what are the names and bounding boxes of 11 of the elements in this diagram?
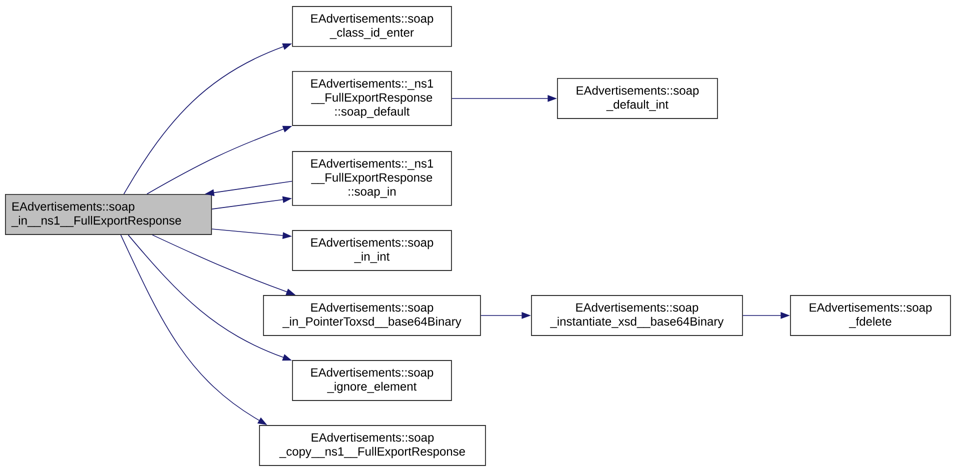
function-box: EAdvertisements::_ns1 __FullExportResponse ::soap_default <box>292 71 452 126</box>
function-box: EAdvertisements::soap _in_PointerToxsd__base64Binary <box>263 295 481 336</box>
function-box: EAdvertisements::soap _fdelete <box>790 295 951 336</box>
function-box: EAdvertisements::soap _default_int <box>557 78 718 119</box>
function-box: EAdvertisements::soap _in__ns1__FullExportResponse <box>5 194 212 235</box>
function-box: EAdvertisements::_ns1 __FullExportResponse ::soap_in <box>292 151 452 206</box>
function-box: EAdvertisements::soap _ignore_element <box>292 360 452 401</box>
function-box: EAdvertisements::soap _instantiate_xsd__base64Binary <box>531 295 743 336</box>
function-box: EAdvertisements::soap _copy__ns1__FullExportResponse <box>259 425 486 466</box>
function-box: EAdvertisements::soap _in_int <box>292 230 452 271</box>
function-box: EAdvertisements::soap _class_id_enter <box>292 6 452 47</box>
